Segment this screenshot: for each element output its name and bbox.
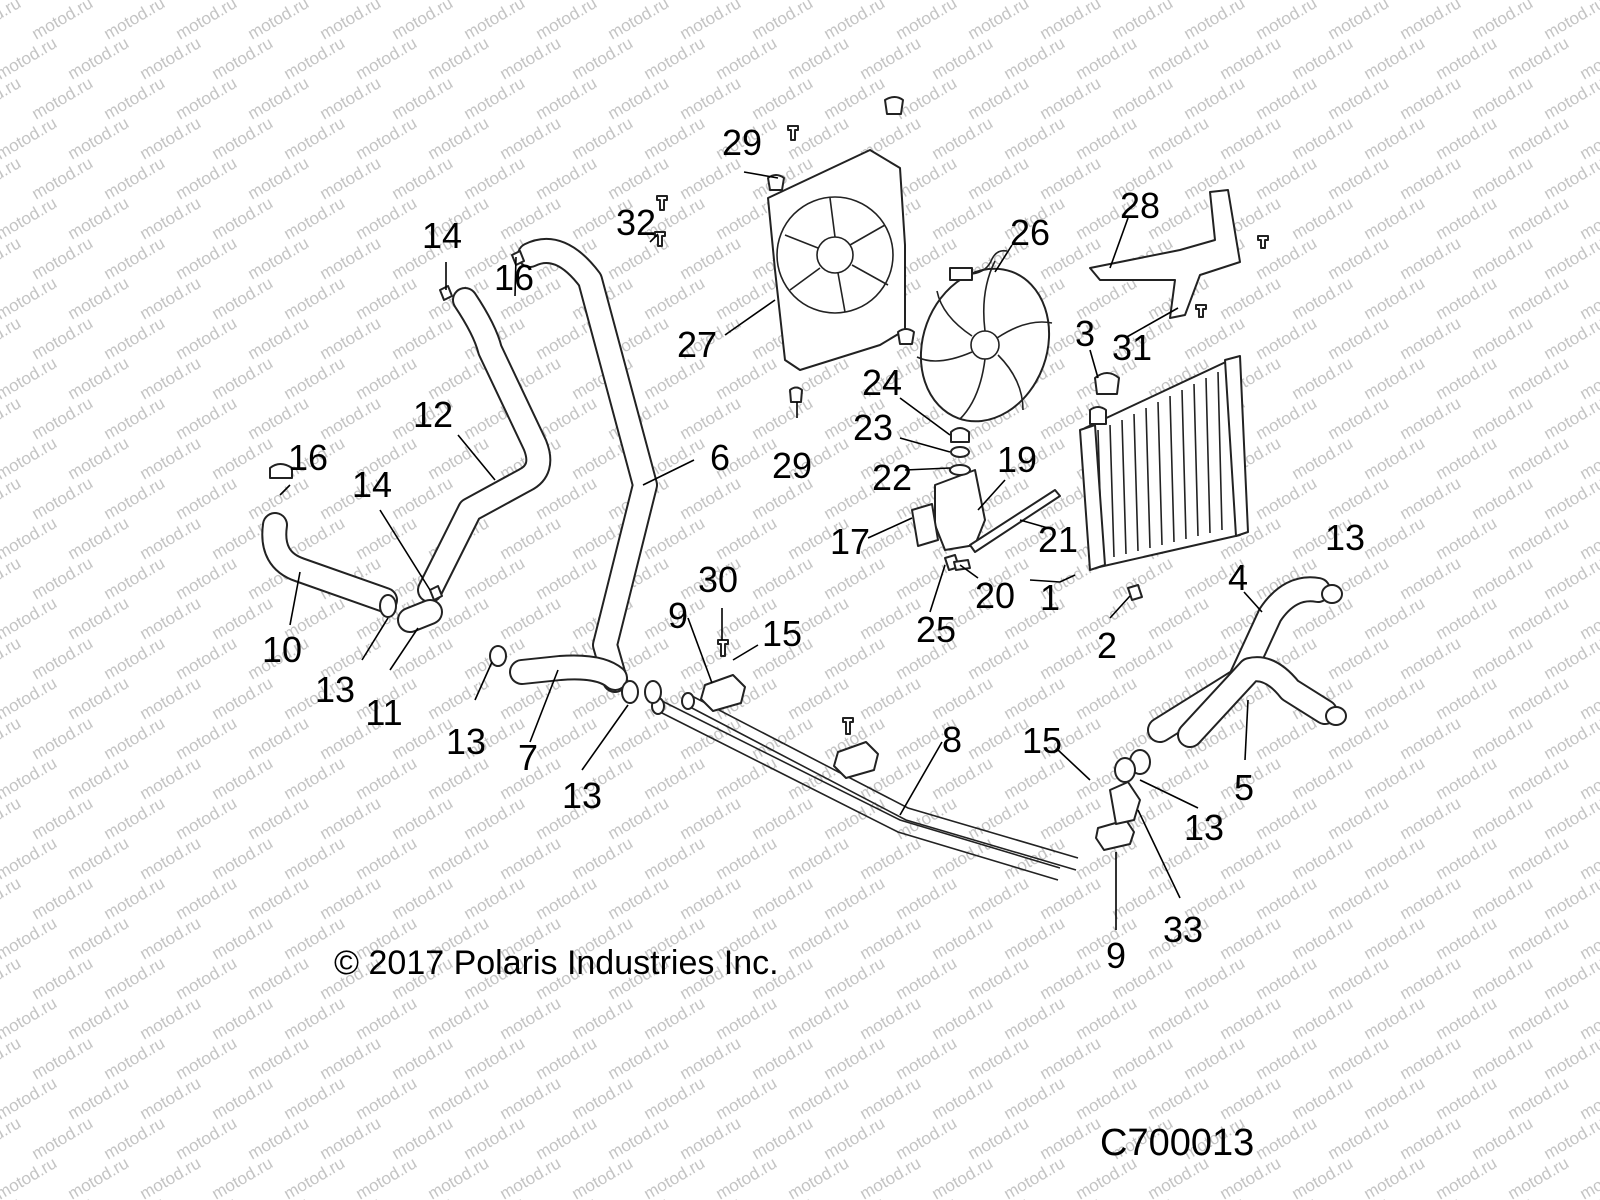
watermark-text: motod.ru (1577, 0, 1600, 3)
callout-c13e: 13 (1184, 807, 1224, 848)
callout-c11: 11 (365, 692, 402, 733)
callout-c26: 26 (1010, 212, 1050, 253)
copyright-notice: © 2017 Polaris Industries Inc. (334, 944, 779, 982)
callout-c16b: 16 (288, 437, 328, 478)
callout-c19: 19 (997, 439, 1037, 480)
fan-shroud (767, 96, 915, 403)
diagram-code: C700013 (1100, 1122, 1255, 1164)
callout-c6: 6 (710, 437, 730, 478)
callout-c13d: 13 (562, 775, 602, 816)
radiator-cap (1094, 372, 1120, 395)
callout-c32: 32 (616, 202, 656, 243)
callout-c16a: 16 (494, 257, 534, 298)
callout-c30: 30 (698, 559, 738, 600)
callout-c14a: 14 (422, 215, 462, 256)
callout-c4: 4 (1228, 557, 1248, 598)
callout-c13c: 13 (446, 721, 486, 762)
coolant-tubes (651, 692, 1079, 881)
callout-c20: 20 (975, 575, 1015, 616)
callout-c12: 12 (413, 394, 453, 435)
callout-c27: 27 (677, 324, 717, 365)
callout-c23: 23 (853, 407, 893, 448)
callout-c33: 33 (1163, 909, 1203, 950)
callout-c29a: 29 (722, 122, 762, 163)
callout-c13a: 13 (1325, 517, 1365, 558)
callout-c15b: 15 (1022, 720, 1062, 761)
callout-c25: 25 (916, 609, 956, 650)
callout-c21: 21 (1038, 519, 1078, 560)
callout-c9b: 9 (1106, 935, 1126, 976)
callout-c3: 3 (1075, 313, 1095, 354)
callout-c8: 8 (942, 719, 962, 760)
callout-c24: 24 (862, 362, 902, 403)
cooling-fan (916, 249, 1053, 423)
radiator-bracket (1089, 189, 1241, 319)
callout-c2: 2 (1097, 625, 1117, 666)
callout-c7: 7 (518, 737, 538, 778)
callout-c17: 17 (830, 521, 870, 562)
callout-c29b: 29 (772, 445, 812, 486)
bleeder-valve (1127, 584, 1143, 601)
callout-c5: 5 (1234, 767, 1254, 808)
callout-c28: 28 (1120, 185, 1160, 226)
callout-c9a: 9 (668, 595, 688, 636)
callout-c31: 31 (1112, 327, 1152, 368)
callout-c14b: 14 (352, 464, 392, 505)
callout-c13b: 13 (315, 669, 355, 710)
callout-c15a: 15 (762, 613, 802, 654)
callout-c22: 22 (872, 457, 912, 498)
callout-c1: 1 (1040, 577, 1060, 618)
callout-c10: 10 (262, 629, 302, 670)
